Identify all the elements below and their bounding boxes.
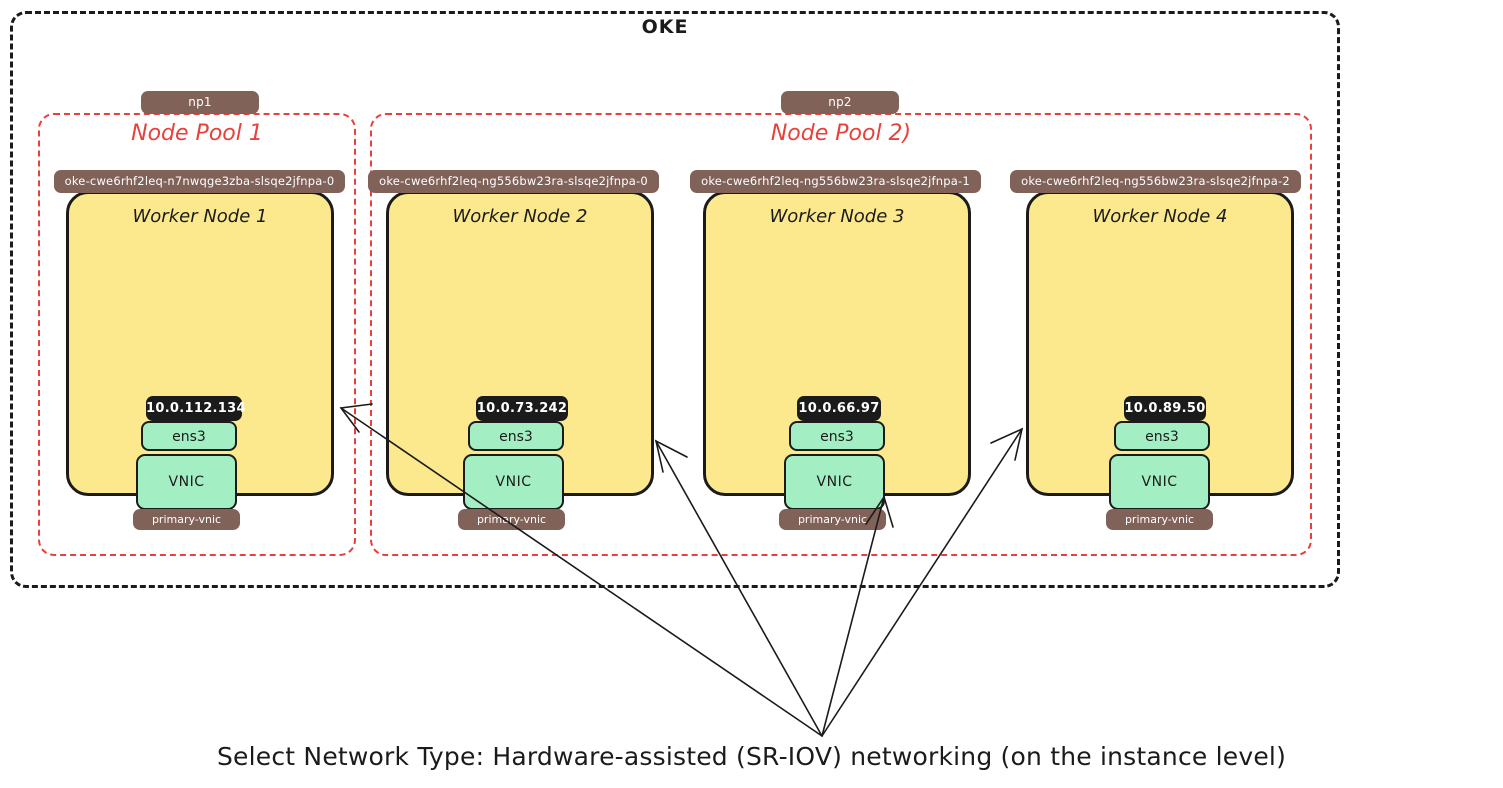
worker-node-2-interface-ens3: ens3 <box>468 421 564 451</box>
worker-node-1-vnic: VNIC <box>136 454 237 510</box>
worker-node-1-primary-vnic-label: primary-vnic <box>133 509 240 530</box>
worker-node-1-ip-address: 10.0.112.134 <box>146 396 246 421</box>
worker-node-1-interface-ens3: ens3 <box>141 421 237 451</box>
worker-node-2-title: Worker Node 2 <box>452 206 588 227</box>
worker-node-2-ip-address: 10.0.73.242 <box>476 396 568 421</box>
worker-node-4-ip-address: 10.0.89.50 <box>1124 396 1206 421</box>
oke-title: OKE <box>641 16 689 38</box>
worker-node-2-instance-badge: oke-cwe6rhf2leq-ng556bw23ra-slsqe2jfnpa-… <box>368 170 659 193</box>
worker-node-4-vnic: VNIC <box>1109 454 1210 510</box>
worker-node-1-title: Worker Node 1 <box>132 206 268 227</box>
worker-node-2-primary-vnic-label: primary-vnic <box>458 509 565 530</box>
node-pool-1-boundary: Node Pool 1 <box>38 113 356 556</box>
worker-node-3-primary-vnic-label: primary-vnic <box>779 509 886 530</box>
worker-node-4-instance-badge: oke-cwe6rhf2leq-ng556bw23ra-slsqe2jfnpa-… <box>1010 170 1301 193</box>
worker-node-2-vnic: VNIC <box>463 454 564 510</box>
node-pool-1-badge: np1 <box>141 91 259 114</box>
worker-node-3-instance-badge: oke-cwe6rhf2leq-ng556bw23ra-slsqe2jfnpa-… <box>690 170 981 193</box>
worker-node-3-title: Worker Node 3 <box>769 206 905 227</box>
worker-node-1-instance-badge: oke-cwe6rhf2leq-n7nwqge3zba-slsqe2jfnpa-… <box>54 170 345 193</box>
worker-node-4-title: Worker Node 4 <box>1092 206 1228 227</box>
worker-node-4-interface-ens3: ens3 <box>1114 421 1210 451</box>
worker-node-4-primary-vnic-label: primary-vnic <box>1106 509 1213 530</box>
diagram-caption: Select Network Type: Hardware-assisted (… <box>216 742 1287 771</box>
worker-node-3-interface-ens3: ens3 <box>789 421 885 451</box>
node-pool-2-badge: np2 <box>781 91 899 114</box>
worker-node-3-vnic: VNIC <box>784 454 885 510</box>
node-pool-2-title: Node Pool 2) <box>770 121 912 146</box>
worker-node-3-ip-address: 10.0.66.97 <box>797 396 881 421</box>
node-pool-1-title: Node Pool 1 <box>131 121 263 146</box>
